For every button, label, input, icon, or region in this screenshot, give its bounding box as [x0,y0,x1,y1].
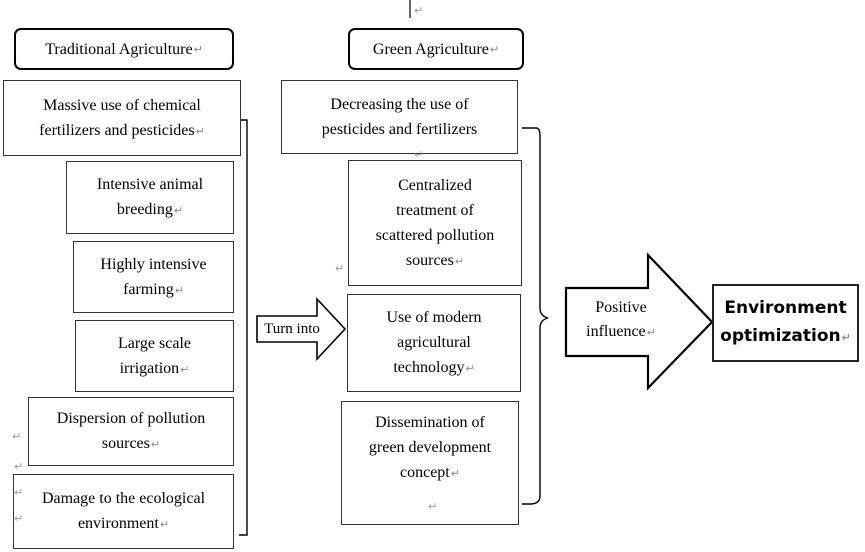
green-item-1-line2: pesticides and fertilizers [321,121,478,138]
return-mark: ↵ [14,512,24,525]
trad-item-1-line2: fertilizers and pesticides [39,121,195,139]
return-mark: ↵ [841,331,851,344]
green-item-2-line3: scattered pollution [375,226,495,244]
trad-item-intensive-farming: Highly intensive farming↵ [73,241,234,313]
turn-into-arrow [256,296,347,362]
trad-item-4-line2: irrigation [119,359,180,377]
result-line2: optimization [720,326,841,346]
trad-item-5-line2: sources [101,435,150,452]
trad-item-4-line1: Large scale [118,334,191,352]
green-agriculture-header: Green Agriculture↵ [348,28,524,70]
return-mark: ↵ [193,42,203,56]
positive-line1: Positive [595,299,647,316]
traditional-bracket [239,119,248,536]
return-mark: ↵ [14,460,24,473]
return-mark: ↵ [489,42,500,56]
green-item-centralized-treatment: Centralized treatment of scattered pollu… [348,160,522,286]
trad-item-6-line2: environment [77,515,159,532]
trad-item-3-line2: farming [123,280,174,298]
positive-line2: influence [586,323,646,340]
trad-item-1-line1: Massive use of chemical [43,96,201,114]
positive-influence-arrow [564,252,714,391]
green-header-text: Green Agriculture [372,40,489,58]
trad-item-chemical-fertilizers: Massive use of chemical fertilizers and … [3,80,241,156]
traditional-agriculture-header: Traditional Agriculture↵ [14,28,234,70]
trad-item-animal-breeding: Intensive animal breeding↵ [66,161,234,234]
green-item-2-line4: sources [405,251,454,269]
positive-influence-label: Positive influence↵ [576,296,666,345]
return-mark: ↵ [428,500,438,513]
trad-item-5-line1: Dispersion of pollution [56,410,206,427]
return-mark: ↵ [646,326,656,339]
trad-item-pollution-dispersion: Dispersion of pollution sources↵ [28,397,234,466]
return-mark: ↵ [454,254,465,268]
green-item-decreasing-pesticides: Decreasing the use of pesticides and fer… [281,80,518,154]
return-mark: ↵ [450,467,460,480]
green-item-3-line1: Use of modern [386,309,482,326]
return-mark: ↵ [414,4,424,17]
trad-item-6-line1: Damage to the ecological [41,490,206,507]
return-mark: ↵ [335,262,345,275]
green-item-3-line3: technology [393,359,465,376]
return-mark: ↵ [173,204,184,217]
green-item-2-line2: treatment of [396,201,474,219]
green-item-dissemination: Dissemination of green development conce… [341,401,519,525]
green-item-2-line1: Centralized [398,176,472,194]
traditional-header-text: Traditional Agriculture [45,40,193,58]
return-mark: ↵ [180,362,190,376]
green-item-4-line2: green development [368,439,492,456]
return-mark: ↵ [465,362,475,375]
green-item-3-line2: agricultural [397,334,471,351]
turn-into-text: Turn into [264,321,320,337]
green-item-4-line1: Dissemination of [375,414,485,431]
trad-item-3-line1: Highly intensive [100,255,207,273]
return-mark: ↵ [414,148,424,161]
return-mark: ↵ [14,486,24,499]
return-mark: ↵ [174,283,184,297]
return-mark: ↵ [195,124,205,138]
green-brace [522,127,549,505]
return-mark: ↵ [159,518,170,531]
trad-item-2-line2: breeding [116,201,173,218]
turn-into-label: Turn into [262,316,322,342]
trad-item-irrigation: Large scale irrigation↵ [75,320,234,392]
return-mark: ↵ [12,430,22,443]
return-mark: ↵ [150,438,161,451]
trad-item-2-line1: Intensive animal [96,176,204,193]
result-line1: Environment [724,298,847,318]
green-item-4-line3: concept [400,464,450,481]
green-item-modern-technology: Use of modern agricultural technology↵ [347,294,521,392]
environment-optimization-box: Environment optimization↵ [712,284,859,362]
trad-item-ecological-damage: Damage to the ecological environment↵ [13,474,234,549]
green-item-1-line1: Decreasing the use of [330,96,469,113]
